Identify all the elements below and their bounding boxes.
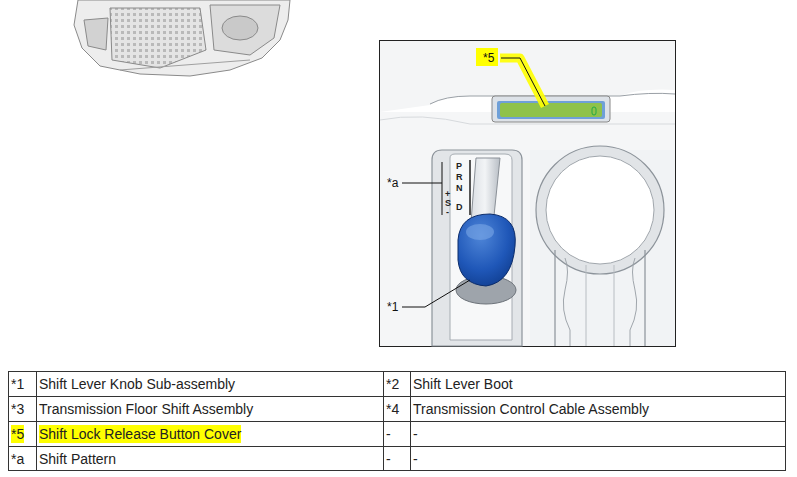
table-key: - (386, 450, 391, 468)
table-key: - (386, 425, 391, 443)
table-cell: Shift Lock Release Button Cover (39, 425, 241, 443)
table-cell: Shift Pattern (39, 450, 116, 468)
shift-position: S (445, 198, 451, 208)
table-key: *3 (11, 400, 24, 418)
table-cell: - (413, 450, 418, 468)
callout-number: *1 (387, 300, 398, 314)
table-key: *a (11, 450, 24, 468)
shift-position: D (456, 202, 463, 212)
table-key: *2 (386, 375, 399, 393)
shift-position: R (456, 172, 463, 182)
transmission-illustration (74, 0, 290, 76)
table-key: *1 (11, 375, 24, 393)
shift-position: P (456, 161, 462, 171)
table-cell: Transmission Control Cable Assembly (413, 400, 649, 418)
table-cell: - (413, 425, 418, 443)
shift-position: - (446, 207, 449, 217)
shift-position: + (445, 189, 450, 199)
callout-number: *a (387, 176, 398, 190)
console-illustration (380, 41, 675, 346)
shift-position: N (456, 183, 463, 193)
table-key: *5 (11, 425, 24, 443)
table-grid (8, 371, 786, 471)
table-cell: Shift Lever Knob Sub-assembly (39, 375, 235, 393)
table-cell: Transmission Floor Shift Assembly (39, 400, 253, 418)
callout-number: *5 (483, 51, 494, 65)
table-key: *4 (386, 400, 399, 418)
table-cell: Shift Lever Boot (413, 375, 513, 393)
